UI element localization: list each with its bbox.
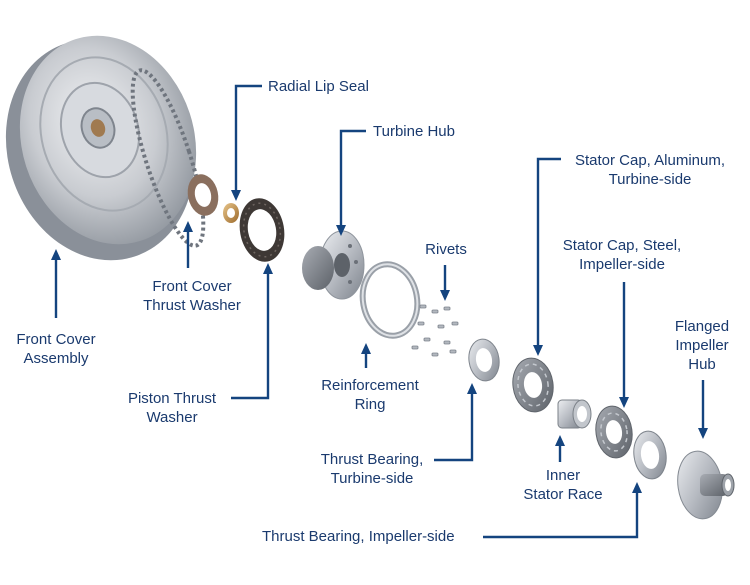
label-piston-thrust-washer: Piston Thrust Washer [127,390,217,426]
stator-cap-steel-part [595,405,633,459]
label-front-cover-thrust-washer: Front Cover Thrust Washer [143,278,241,314]
label-stator-cap-aluminum: Stator Cap, Aluminum, Turbine-side [574,152,726,188]
label-thrust-bearing-impeller-side: Thrust Bearing, Impeller-side [262,528,455,545]
reinforcement-ring-part [359,261,421,339]
inner-stator-race-part [557,399,592,429]
front-cover-assembly-part [5,35,206,261]
label-front-cover-assembly: Front Cover Assembly [16,331,96,367]
stator-cap-aluminum-part [512,357,554,413]
label-turbine-hub: Turbine Hub [373,123,455,140]
label-reinforcement-ring: Reinforcement Ring [321,377,419,413]
flanged-impeller-hub-part [677,450,735,520]
label-rivets: Rivets [425,241,467,258]
label-inner-stator-race: Inner Stator Race [523,467,603,503]
thrust-bearing-impeller-part [633,430,667,480]
turbine-hub-part [302,230,365,300]
label-stator-cap-steel: Stator Cap, Steel, Impeller-side [562,237,682,273]
label-thrust-bearing-turbine-side: Thrust Bearing, Turbine-side [320,451,424,487]
rivets-part [411,304,459,357]
label-flanged-impeller-hub: Flanged Impeller Hub [674,318,730,373]
radial-lip-seal-part [223,203,239,223]
leader-lines [51,84,708,539]
piston-thrust-washer-part [239,198,285,262]
thrust-bearing-turbine-part [468,338,500,382]
front-cover-thrust-washer-part [187,174,219,216]
label-radial-lip-seal: Radial Lip Seal [268,78,369,95]
